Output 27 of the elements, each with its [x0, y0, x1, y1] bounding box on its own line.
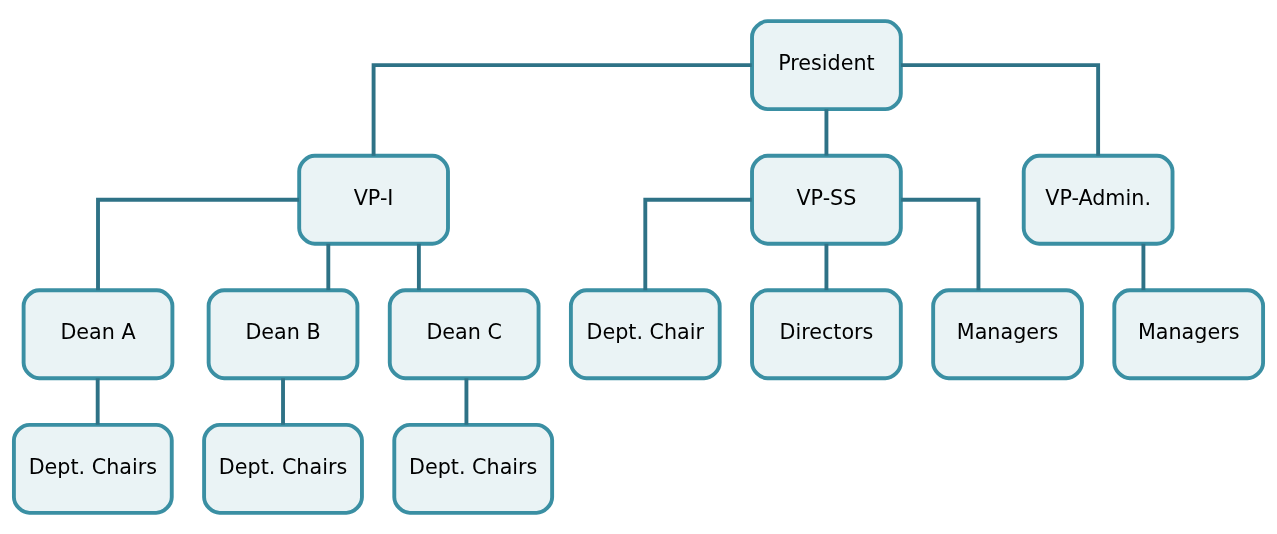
node-box: Dean A	[21, 288, 175, 381]
connector	[326, 243, 331, 291]
node-box: Dean B	[206, 288, 360, 381]
node-box: Directors	[750, 288, 903, 381]
node-box: VP-I	[297, 153, 450, 246]
node-box: Dept. Chairs	[202, 422, 364, 515]
node-box: VP-SS	[750, 153, 903, 246]
connector	[824, 109, 829, 156]
connector	[824, 243, 829, 291]
connector	[901, 63, 1101, 156]
connector	[1141, 243, 1146, 291]
connector	[281, 378, 285, 425]
node-box: Dept. Chairs	[392, 422, 555, 515]
node-box: President	[750, 19, 903, 112]
connector	[464, 378, 469, 425]
node-box: Managers	[1112, 288, 1266, 381]
connector	[371, 63, 752, 156]
connector	[96, 197, 299, 291]
connector	[95, 378, 100, 425]
connector	[901, 197, 981, 291]
node-box: VP-Admin.	[1021, 153, 1175, 246]
connector	[643, 197, 752, 291]
node-box: Dean C	[387, 288, 541, 381]
node-box: Dept. Chairs	[11, 422, 174, 515]
connector	[416, 243, 421, 291]
node-box: Managers	[931, 288, 1084, 381]
node-box: Dept. Chair	[568, 288, 722, 381]
